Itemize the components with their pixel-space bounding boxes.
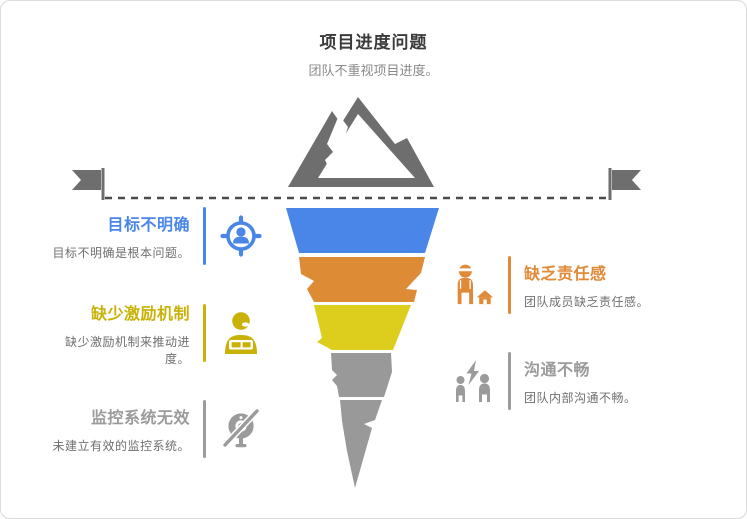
flag-left-icon — [72, 168, 105, 200]
divider — [508, 352, 511, 410]
issue-item-poor-communication: 沟通不畅 团队内部沟通不畅。 — [451, 352, 713, 410]
issue-desc: 团队内部沟通不畅。 — [524, 391, 637, 405]
issue-desc: 目标不明确是根本问题。 — [52, 246, 190, 260]
people-conflict-icon — [451, 357, 495, 405]
issue-title: 缺少激励机制 — [91, 305, 191, 323]
funnel-layer-3 — [314, 305, 411, 350]
page-subtitle: 团队不重视项目进度。 — [308, 63, 439, 78]
issue-title: 目标不明确 — [107, 217, 190, 234]
issue-item-monitoring-ineffective: 监控系统无效 未建立有效的监控系统。 — [41, 400, 263, 458]
mountain-icon — [288, 97, 434, 187]
flag-right-icon — [608, 168, 641, 200]
issue-desc: 团队成员缺乏责任感。 — [524, 295, 650, 309]
issue-title: 沟通不畅 — [524, 362, 591, 379]
divider — [203, 400, 206, 458]
person-laptop-icon — [219, 309, 263, 357]
divider — [508, 256, 511, 314]
issue-item-goal-unclear: 目标不明确 目标不明确是根本问题。 — [41, 207, 263, 265]
funnel — [286, 208, 439, 488]
divider — [203, 207, 206, 265]
funnel-layer-2 — [299, 257, 425, 302]
camera-off-icon — [219, 405, 263, 453]
issue-desc: 未建立有效的监控系统。 — [52, 439, 190, 453]
target-user-icon — [219, 212, 263, 260]
issue-title: 缺乏责任感 — [524, 266, 607, 283]
issue-desc: 缺少激励机制来推动进度。 — [65, 334, 191, 366]
funnel-layer-1 — [286, 208, 439, 253]
divider — [203, 304, 206, 362]
issue-title: 监控系统无效 — [90, 410, 190, 427]
issue-item-no-incentive: 缺少激励机制 缺少激励机制来推动进度。 — [41, 304, 263, 366]
issue-item-no-responsibility: 缺乏责任感 团队成员缺乏责任感。 — [451, 256, 713, 314]
funnel-layer-4 — [331, 353, 392, 397]
page-title: 项目进度问题 — [319, 33, 428, 52]
funnel-layer-5 — [340, 400, 382, 488]
person-home-icon — [451, 261, 495, 309]
